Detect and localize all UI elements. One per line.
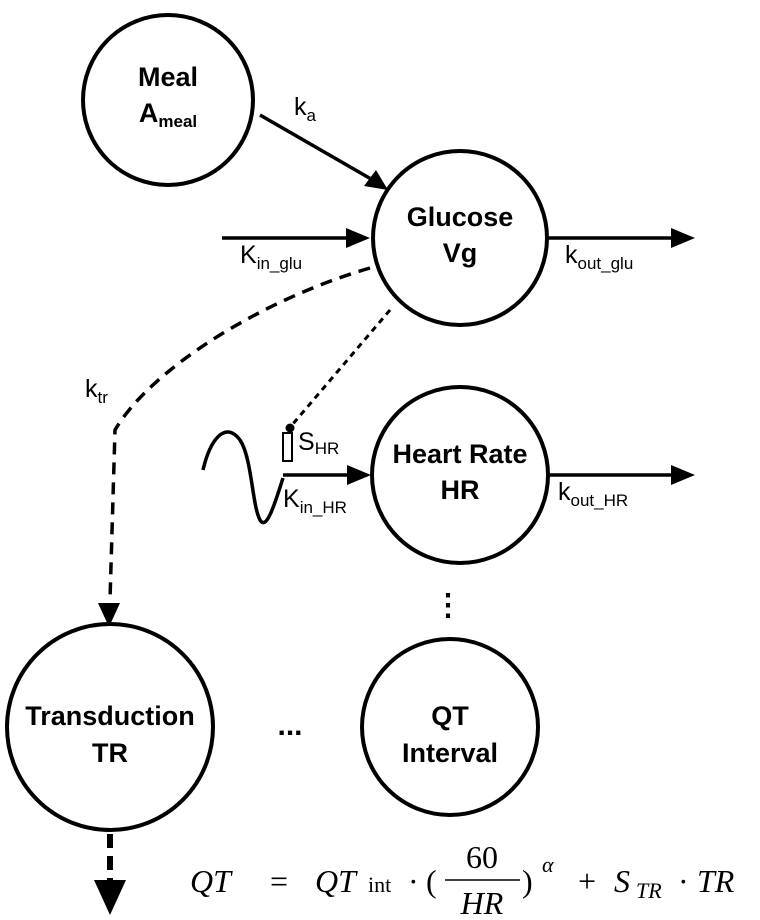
shr-box-icon: [282, 432, 293, 462]
meal-title: Meal: [138, 62, 198, 92]
ktr-dashed-path: [108, 266, 371, 601]
kout-glu-label: kout_glu: [565, 241, 633, 273]
shr-dotted-line: [290, 309, 392, 426]
meal-circle: [81, 13, 255, 187]
formula-denominator: HR: [460, 885, 504, 920]
kin-hr-arrowhead: [347, 465, 371, 485]
transduction-circle: [5, 622, 215, 832]
formula-plus: +: [578, 863, 596, 899]
glucose-title: Glucose: [407, 202, 514, 232]
formula-lhs: QT: [190, 863, 233, 899]
edges: [94, 113, 695, 915]
formula-open-paren: (: [426, 863, 437, 899]
node-heart-rate: Heart Rate HR: [370, 385, 550, 565]
formula-alpha: α: [542, 852, 554, 877]
node-glucose: Glucose Vg: [371, 149, 549, 327]
node-transduction: Transduction TR: [5, 622, 215, 832]
heart-rate-sub: HR: [441, 475, 480, 505]
ka-arrowhead: [364, 170, 388, 190]
qt-title: QT: [431, 701, 469, 731]
transduction-title: Transduction: [25, 701, 195, 731]
formula-tr: TR: [697, 863, 735, 899]
node-qt: QT Interval: [360, 637, 540, 817]
formula-s: S: [614, 863, 630, 899]
glucose-circle: [371, 149, 549, 327]
qt-circle: [360, 637, 540, 817]
heart-rate-title: Heart Rate: [392, 439, 527, 469]
formula-s-sub: TR: [636, 878, 662, 903]
meal-sub: Ameal: [139, 98, 197, 131]
sine-wave-icon: [201, 430, 285, 525]
node-meal: Meal Ameal: [81, 13, 255, 187]
formula-int: int: [368, 872, 391, 897]
kout-glu-arrowhead: [671, 228, 695, 248]
formula-numerator: 60: [466, 839, 498, 875]
ka-arrow: [259, 113, 379, 185]
kin-hr-label: Kin_HR: [283, 485, 347, 517]
kin-glu-label: Kin_glu: [240, 241, 302, 273]
qt-sub: Interval: [402, 738, 498, 768]
formula-dot1: ·: [408, 863, 419, 899]
transduction-sub: TR: [92, 738, 128, 768]
ktr-label: ktr: [85, 375, 108, 407]
ka-label: ka: [294, 93, 317, 125]
kout-hr-label: kout_HR: [558, 478, 628, 510]
ktr-arrowhead: [98, 603, 120, 627]
formula-eq: =: [270, 863, 288, 899]
kin-glu-arrowhead: [346, 228, 370, 248]
kout-hr-arrowhead: [671, 465, 695, 485]
glucose-sub: Vg: [443, 238, 478, 268]
formula-dot2: ·: [678, 863, 689, 899]
formula-close-paren: ): [522, 863, 533, 899]
qt-formula: QT = QT int · ( 60 HR ) α + S TR · TR: [190, 839, 735, 920]
shr-dot: [285, 423, 295, 433]
formula-qt: QT: [315, 863, 358, 899]
vertical-ellipsis: ⋮: [433, 589, 463, 622]
shr-label: SHR: [298, 428, 339, 458]
tr-out-arrowhead: [94, 880, 126, 915]
heart-rate-circle: [370, 385, 550, 565]
horizontal-ellipsis: ...: [277, 709, 302, 742]
